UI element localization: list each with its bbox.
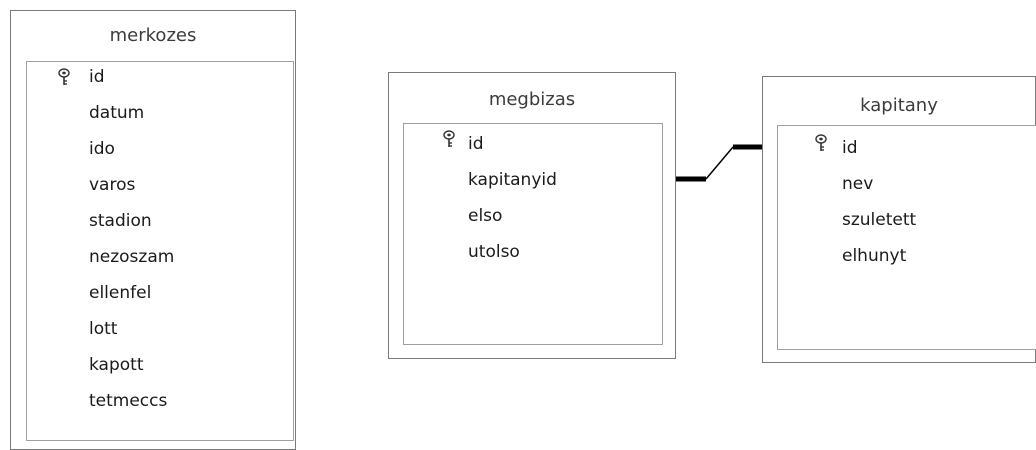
field-merkozes-varos[interactable]: varos [89,175,136,195]
field-megbizas-id[interactable]: id [468,134,484,154]
field-list-megbizas: id kapitanyid elso utolso [403,123,663,345]
field-merkozes-lott[interactable]: lott [89,319,118,339]
field-merkozes-tetmeccs[interactable]: tetmeccs [89,391,168,411]
field-kapitany-nev[interactable]: nev [842,174,874,194]
table-merkozes[interactable]: merkozes id datum ido varos stadion nezo… [10,10,296,450]
field-merkozes-datum[interactable]: datum [89,103,145,123]
field-megbizas-utolso[interactable]: utolso [468,242,520,262]
field-megbizas-elso[interactable]: elso [468,206,503,226]
field-merkozes-nezoszam[interactable]: nezoszam [89,247,175,267]
field-merkozes-id[interactable]: id [89,67,105,87]
table-megbizas[interactable]: megbizas id kapitanyid elso utolso [388,72,676,359]
key-icon [442,130,456,148]
table-title-kapitany: kapitany [860,95,938,116]
table-title-merkozes: merkozes [109,25,197,46]
key-icon [57,68,71,86]
field-merkozes-stadion[interactable]: stadion [89,211,152,231]
field-list-merkozes: id datum ido varos stadion nezoszam elle… [26,61,294,441]
field-megbizas-kapitanyid[interactable]: kapitanyid [468,170,557,190]
relationship-connector [705,146,734,180]
field-kapitany-id[interactable]: id [842,138,858,158]
key-icon [814,134,828,152]
field-kapitany-elhunyt[interactable]: elhunyt [842,246,907,266]
table-kapitany[interactable]: kapitany id nev szuletett elhunyt [762,76,1036,363]
field-kapitany-szuletett[interactable]: szuletett [842,210,917,230]
field-list-kapitany: id nev szuletett elhunyt [777,125,1036,350]
field-merkozes-ido[interactable]: ido [89,139,115,159]
field-merkozes-kapott[interactable]: kapott [89,355,144,375]
field-merkozes-ellenfel[interactable]: ellenfel [89,283,152,303]
table-title-megbizas: megbizas [488,89,576,110]
